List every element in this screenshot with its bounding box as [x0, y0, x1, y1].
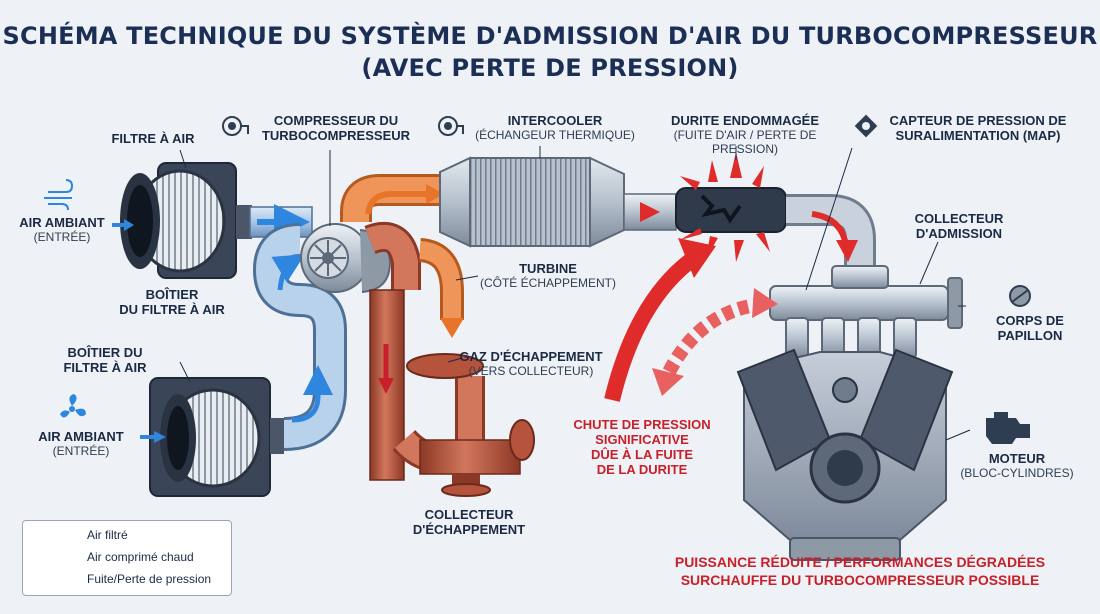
label-pressure-drop-line2: SIGNIFICATIVE	[595, 431, 689, 447]
hot-air-pipe	[340, 174, 445, 222]
consequence-line-1: PUISSANCE RÉDUITE / PERFORMANCES DÉGRADÉ…	[674, 554, 1046, 570]
label-filter-housing-2: BOÎTIER DU FILTRE À AIR	[40, 345, 170, 376]
engine-block	[736, 348, 954, 561]
arrow-in-icon-1	[112, 219, 134, 231]
label-intake-manifold-line1: COLLECTEUR	[914, 211, 1004, 226]
damaged-hose	[675, 152, 787, 262]
label-intake-manifold-line2: D'ADMISSION	[915, 225, 1003, 241]
exhaust-pipes	[369, 289, 535, 497]
turbo-icon	[222, 116, 249, 136]
fan-icon	[60, 394, 86, 418]
legend-item-leak: Fuite/Perte de pression	[79, 569, 211, 589]
label-filter-housing-1-line2: DU FILTRE À AIR	[119, 301, 225, 317]
label-turbine-title: TURBINE	[519, 261, 577, 276]
intake-pipe-bottom	[252, 223, 347, 451]
label-damaged-hose: DURITE ENDOMMAGÉE (FUITE D'AIR / PERTE D…	[640, 113, 850, 157]
pressure-drop-arrows	[604, 238, 778, 402]
legend-leak-label: Fuite/Perte de pression	[87, 572, 212, 586]
label-ambient-air-2-sub: (ENTRÉE)	[52, 443, 110, 458]
label-throttle-body: CORPS DE PAPILLON	[980, 313, 1080, 344]
consequence-line-2: SURCHAUFFE DU TURBOCOMPRESSEUR POSSIBLE	[680, 572, 1040, 588]
label-ambient-air-1: AIR AMBIANT (ENTRÉE)	[10, 215, 114, 245]
label-throttle-body-line1: CORPS DE	[996, 313, 1064, 328]
label-intercooler-title: INTERCOOLER	[507, 113, 603, 128]
label-throttle-body-line2: PAPILLON	[997, 327, 1063, 343]
label-map-sensor: CAPTEUR DE PRESSION DE SURALIMENTATION (…	[878, 113, 1078, 144]
label-map-sensor-line2: SURALIMENTATION (MAP)	[895, 127, 1061, 143]
air-filter-housing-top	[120, 162, 252, 279]
label-ambient-air-1-sub: (ENTRÉE)	[33, 229, 91, 244]
leader-lines	[179, 146, 971, 441]
legend-filtered-label: Air filtré	[87, 528, 128, 542]
label-intake-manifold: COLLECTEUR D'ADMISSION	[900, 211, 1018, 242]
intercooler-icon	[438, 116, 464, 136]
air-filter-housing-bottom	[149, 377, 284, 497]
intake-manifold	[769, 265, 963, 359]
sensor-icon	[854, 114, 878, 138]
label-turbine-sub: (CÔTÉ ÉCHAPPEMENT)	[479, 275, 616, 290]
intercooler	[439, 156, 677, 248]
label-compressor-line2: TURBOCOMPRESSEUR	[261, 127, 411, 143]
page-title: SCHÉMA TECHNIQUE DU SYSTÈME D'ADMISSION …	[2, 22, 1098, 50]
label-exhaust-manifold-line2: D'ÉCHAPPEMENT	[412, 521, 526, 537]
label-pressure-drop-line4: DE LA DURITE	[596, 461, 688, 477]
label-ambient-air-1-text: AIR AMBIANT	[19, 215, 105, 230]
label-map-sensor-line1: CAPTEUR DE PRESSION DE	[889, 113, 1067, 128]
label-exhaust-gas: GAZ D'ÉCHAPPEMENT (VERS COLLECTEUR)	[456, 349, 606, 379]
label-exhaust-gas-title: GAZ D'ÉCHAPPEMENT	[459, 349, 603, 364]
legend-hot-label: Air comprimé chaud	[87, 550, 194, 564]
label-air-filter-text: FILTRE À AIR	[111, 131, 195, 146]
label-air-filter: FILTRE À AIR	[98, 131, 208, 147]
label-turbine: TURBINE (CÔTÉ ÉCHAPPEMENT)	[474, 261, 622, 291]
label-damaged-hose-sub: (FUITE D'AIR / PERTE DE PRESSION)	[673, 127, 817, 156]
label-intercooler: INTERCOOLER (ÉCHANGEUR THERMIQUE)	[470, 113, 640, 143]
label-exhaust-gas-sub: (VERS COLLECTEUR)	[468, 363, 594, 378]
legend-item-filtered-air: Air filtré	[79, 525, 128, 545]
label-ambient-air-2: AIR AMBIANT (ENTRÉE)	[22, 429, 140, 459]
label-engine: MOTEUR (BLOC-CYLINDRES)	[954, 451, 1080, 481]
label-damaged-hose-title: DURITE ENDOMMAGÉE	[670, 113, 820, 128]
turbine-housing	[364, 221, 464, 338]
legend: Air filtré Air comprimé chaud Fuite/Pert…	[22, 520, 232, 596]
arrow-in-icon-2	[140, 431, 166, 443]
label-exhaust-manifold: COLLECTEUR D'ÉCHAPPEMENT	[404, 507, 534, 538]
label-compressor: COMPRESSEUR DU TURBOCOMPRESSEUR	[252, 113, 420, 144]
label-filter-housing-2-line1: BOÎTIER DU	[67, 345, 143, 360]
engine-icon	[986, 412, 1030, 444]
label-filter-housing-2-line2: FILTRE À AIR	[63, 359, 147, 375]
label-pressure-drop-line3: DÛE À LA FUITE	[590, 446, 694, 462]
throttle-body-icon	[1009, 285, 1031, 307]
label-compressor-line1: COMPRESSEUR DU	[273, 113, 399, 128]
label-ambient-air-2-text: AIR AMBIANT	[38, 429, 124, 444]
label-pressure-drop: CHUTE DE PRESSION SIGNIFICATIVE DÛE À LA…	[564, 417, 720, 478]
label-engine-sub: (BLOC-CYLINDRES)	[960, 465, 1074, 480]
label-intercooler-sub: (ÉCHANGEUR THERMIQUE)	[475, 127, 635, 142]
label-exhaust-manifold-line1: COLLECTEUR	[424, 507, 514, 522]
legend-item-hot-air: Air comprimé chaud	[79, 547, 194, 567]
page-subtitle: (AVEC PERTE DE PRESSION)	[361, 54, 739, 82]
label-pressure-drop-line1: CHUTE DE PRESSION	[573, 417, 711, 432]
label-engine-title: MOTEUR	[988, 451, 1046, 466]
label-filter-housing-1-line1: BOÎTIER	[145, 287, 199, 302]
label-filter-housing-1: BOÎTIER DU FILTRE À AIR	[96, 287, 248, 318]
pipe-to-manifold	[786, 194, 876, 268]
wind-icon	[44, 179, 74, 211]
